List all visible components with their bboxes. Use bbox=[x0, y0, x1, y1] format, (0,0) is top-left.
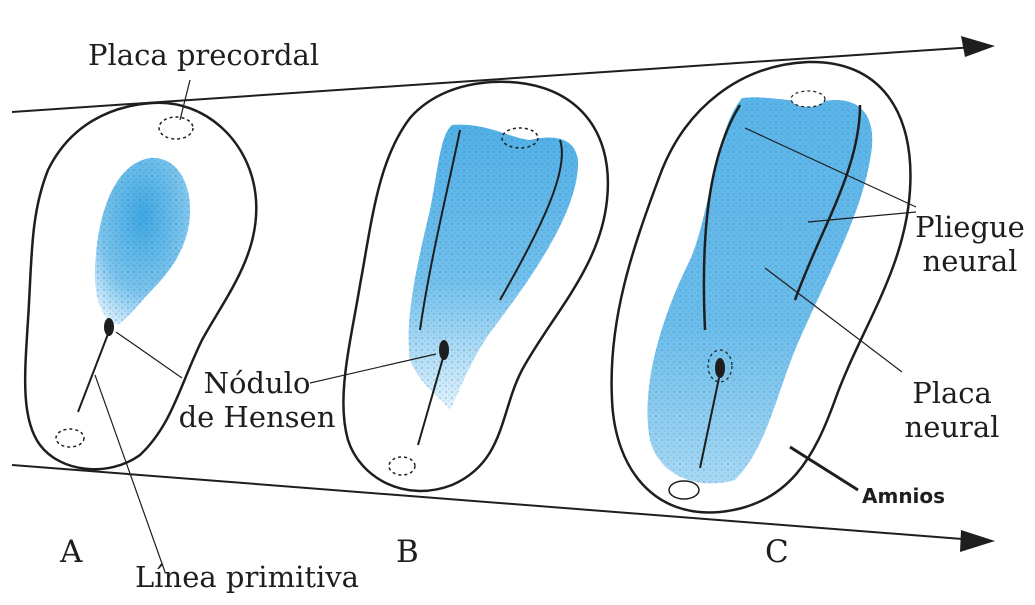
label-placa-neural: Placa neural bbox=[892, 376, 1012, 444]
label-nodulo-de-hensen: Nódulo de Hensen bbox=[178, 366, 336, 434]
label-placa-precordal: Placa precordal bbox=[88, 38, 319, 72]
label-placa-neural-line1: Placa bbox=[892, 376, 1012, 410]
leader-linea-primitiva bbox=[95, 375, 165, 572]
bottom-arrow-line bbox=[12, 465, 975, 540]
embryo-c-precordal-plate bbox=[791, 91, 825, 107]
leader-nodulo-a bbox=[116, 332, 182, 378]
embryo-c-stipple bbox=[647, 97, 872, 483]
embryo-c-caudal-spot bbox=[669, 481, 699, 499]
top-arrow-head bbox=[961, 36, 995, 57]
stage-label-b: B bbox=[396, 534, 419, 570]
embryo-b bbox=[343, 82, 608, 491]
embryo-c bbox=[612, 62, 911, 513]
embryo-a-precordal-plate bbox=[159, 117, 193, 139]
label-placa-neural-line2: neural bbox=[892, 410, 1012, 444]
embryo-a-stipple bbox=[95, 158, 190, 325]
label-amnios: Amnios bbox=[862, 484, 945, 508]
stage-label-c: C bbox=[765, 534, 789, 570]
embryo-a-hensen-node bbox=[104, 318, 114, 336]
embryo-a-caudal-spot bbox=[56, 429, 84, 447]
embryo-b-hensen-node bbox=[439, 340, 449, 360]
label-pliegue-neural: Pliegue neural bbox=[905, 210, 1035, 278]
label-pliegue-neural-line2: neural bbox=[905, 244, 1035, 278]
label-nodulo-line1: Nódulo bbox=[178, 366, 336, 400]
label-pliegue-neural-line1: Pliegue bbox=[905, 210, 1035, 244]
label-nodulo-line2: de Hensen bbox=[178, 400, 336, 434]
stage-label-a: A bbox=[60, 534, 82, 570]
bottom-arrow-head bbox=[960, 530, 995, 552]
embryo-c-hensen-node bbox=[715, 358, 725, 378]
embryo-b-stipple bbox=[409, 125, 578, 410]
label-linea-primitiva: Línea primitiva bbox=[135, 560, 359, 594]
embryo-b-caudal-spot bbox=[389, 457, 415, 475]
